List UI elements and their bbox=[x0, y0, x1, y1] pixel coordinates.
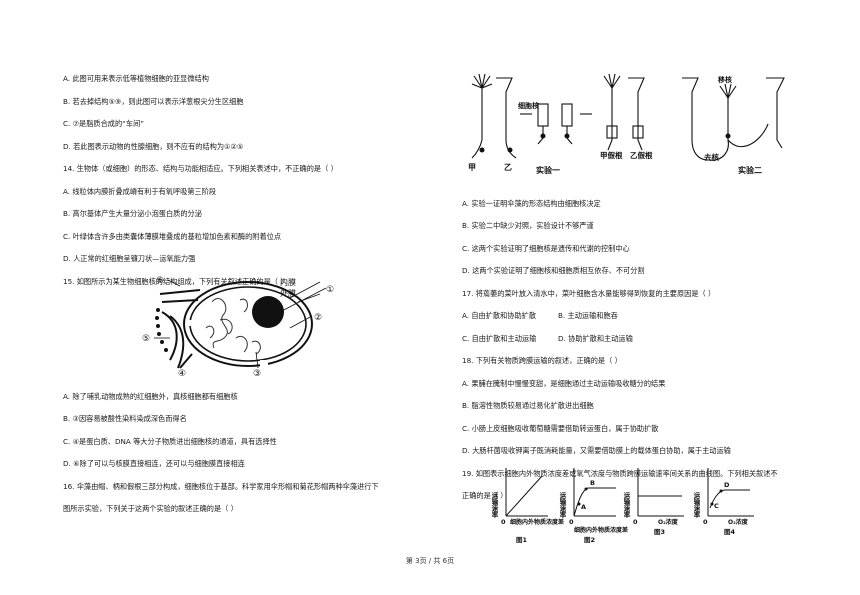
label-experiment-one: 实验一 bbox=[536, 165, 560, 175]
label-1: ① bbox=[326, 285, 334, 295]
q17-option-a: A. 自由扩散和协助扩散 bbox=[462, 311, 537, 320]
q14-option-d: D. 人正常的红细胞呈镰刀状—运氧能力强 bbox=[63, 254, 196, 263]
point-a: A bbox=[581, 503, 586, 511]
q18-option-d: D. 大肠杆菌吸收钾离子既消耗能量，又需要借助膜上的载体蛋白协助，属于主动运输 bbox=[462, 446, 731, 455]
fig-label-4: 图4 bbox=[724, 527, 736, 536]
label-yi-root: 乙假根 bbox=[630, 150, 653, 160]
nucleus-structure-figure: 内膜 外膜 ① ② ③ ④ ⑤ ⑥ bbox=[142, 276, 334, 379]
origin-2: 0 bbox=[569, 518, 574, 526]
label-6: ⑥ bbox=[156, 276, 164, 286]
q13-option-a: A. 此图可用来表示低等植物细胞的亚显微结构 bbox=[63, 74, 209, 83]
q18-stem: 18. 下列有关物质跨膜运输的叙述，正确的是（ ） bbox=[462, 356, 622, 365]
q13-option-b: B. 若去掉结构⑤⑨，则此图可以表示洋葱根尖分生区细胞 bbox=[63, 97, 244, 106]
y-label-3: 运输速率 bbox=[622, 492, 630, 520]
origin-4: 0 bbox=[703, 518, 708, 526]
fig-label-3: 图3 bbox=[654, 527, 665, 536]
q16-option-c: C. 这两个实验证明了细胞核是遗传和代谢的控制中心 bbox=[462, 244, 630, 253]
transport-rate-graphs: 运输速率 运输速率 运输速率 运输速率 0 0 0 0 细胞内外物质浓度差 细胞… bbox=[490, 468, 754, 544]
origin-1: 0 bbox=[501, 518, 506, 526]
q19-stem-line1: 19. 如图表示细胞内外物质浓度差或氧气浓度与物质跨膜运输速率间关系的曲线图。下… bbox=[462, 469, 778, 478]
q15-option-a: A. 除了哺乳动物成熟的红细胞外，真核细胞都有细胞核 bbox=[63, 392, 238, 401]
page-footer: 第 3页 / 共 6页 bbox=[405, 557, 455, 565]
q17-option-d: D. 协助扩散和主动运输 bbox=[558, 334, 633, 343]
origin-3: 0 bbox=[633, 518, 638, 526]
q14-option-c: C. 叶绿体含许多由类囊体薄膜堆叠成的基粒增加色素和酶的附着位点 bbox=[63, 232, 282, 241]
q13-option-d: D. 若此图表示动物的性腺细胞，则不应有的结构为①②⑤ bbox=[63, 142, 244, 151]
fig-label-1: 图1 bbox=[516, 535, 528, 544]
q15-option-c: C. ④是蛋白质、DNA 等大分子物质进出细胞核的通道，具有选择性 bbox=[63, 437, 277, 446]
q14-option-a: A. 线粒体内膜折叠成嵴有利于有氧呼吸第三阶段 bbox=[63, 187, 217, 196]
label-yi: 乙 bbox=[504, 163, 512, 172]
q18-option-c: C. 小肠上皮细胞吸收葡萄糖需要借助转运蛋白，属于协助扩散 bbox=[462, 424, 659, 433]
label-transplant-nucleus: 移核 bbox=[718, 75, 732, 84]
q14-option-b: B. 高尔基体产生大量分泌小泡蛋白质的分泌 bbox=[63, 209, 202, 218]
label-remove-nucleus: 去核 bbox=[704, 152, 719, 162]
y-label-1: 运输速率 bbox=[490, 492, 498, 520]
q16-option-b: B. 实验二中缺少对照，实验设计不够严谨 bbox=[462, 221, 594, 230]
q15-stem: 15. 如图所示为某生物细胞核的结构组成，下列有关叙述正确的是（ ） bbox=[63, 277, 288, 286]
q16-option-d: D. 这两个实验证明了细胞核和细胞质相互依存、不可分割 bbox=[462, 266, 645, 275]
label-jia: 甲 bbox=[468, 163, 476, 172]
label-5: ⑤ bbox=[142, 334, 150, 344]
label-jia-root: 甲假根 bbox=[600, 150, 623, 160]
q18-option-b: B. 脂溶性物质较易通过易化扩散进出细胞 bbox=[462, 401, 594, 410]
label-3: ③ bbox=[253, 369, 261, 379]
x-label-4: O₂浓度 bbox=[728, 518, 749, 526]
q15-option-b: B. ③因容易被酸性染料染成深色而得名 bbox=[63, 414, 187, 423]
y-label-2: 运输速率 bbox=[558, 492, 566, 520]
label-2: ② bbox=[314, 313, 322, 323]
q17-stem: 17. 将蔫萎的菜叶放入清水中，菜叶细胞含水量能够得到恢复的主要原因是（ ） bbox=[462, 289, 716, 298]
point-c: C bbox=[714, 502, 719, 510]
q16-option-a: A. 实验一证明伞藻的形态结构由细胞核决定 bbox=[462, 199, 601, 208]
q17-option-b: B. 主动运输和胞吞 bbox=[558, 311, 618, 320]
label-outer-membrane: 外膜 bbox=[280, 288, 296, 298]
q18-option-a: A. 果脯在腌制中慢慢变甜，是细胞通过主动运输吸收糖分的结果 bbox=[462, 379, 666, 388]
label-4: ④ bbox=[178, 369, 186, 379]
x-label-2: 细胞内外物质浓度差 bbox=[574, 526, 628, 534]
acetabularia-experiment-figure: 甲 乙 细胞核 甲假根 乙假根 实验一 移核 去核 实验二 bbox=[468, 73, 785, 175]
q16-stem-line1: 16. 伞藻由帽、柄和假根三部分构成，细胞核位于基部。科学家用伞形帽和菊花形帽两… bbox=[63, 482, 379, 491]
q13-option-c: C. ⑦是脂质合成的“车间” bbox=[63, 119, 144, 128]
q14-stem: 14. 生物体（或细胞）的形态、结构与功能相适应。下列相关表述中，不正确的是（ … bbox=[63, 164, 338, 173]
point-d: D bbox=[724, 481, 730, 489]
y-label-4: 运输速率 bbox=[692, 492, 700, 520]
q16-stem-line2: 图所示实验，下列关于这两个实验的叙述正确的是（ ） bbox=[63, 504, 238, 513]
q15-option-d: D. ⑥除了可以与核膜直接相连，还可以与细胞膜直接相连 bbox=[63, 459, 245, 468]
label-experiment-two: 实验二 bbox=[738, 165, 762, 175]
label-nucleus: 细胞核 bbox=[518, 101, 539, 110]
x-label-3: O₂浓度 bbox=[658, 518, 679, 526]
point-b: B bbox=[590, 479, 595, 487]
q19-stem-line2: 正确的是（ ） bbox=[462, 491, 508, 500]
q17-option-c: C. 自由扩散和主动运输 bbox=[462, 334, 537, 343]
fig-label-2: 图2 bbox=[584, 535, 595, 544]
label-inner-membrane: 内膜 bbox=[280, 277, 296, 287]
x-label-1: 细胞内外物质浓度差 bbox=[510, 518, 564, 526]
